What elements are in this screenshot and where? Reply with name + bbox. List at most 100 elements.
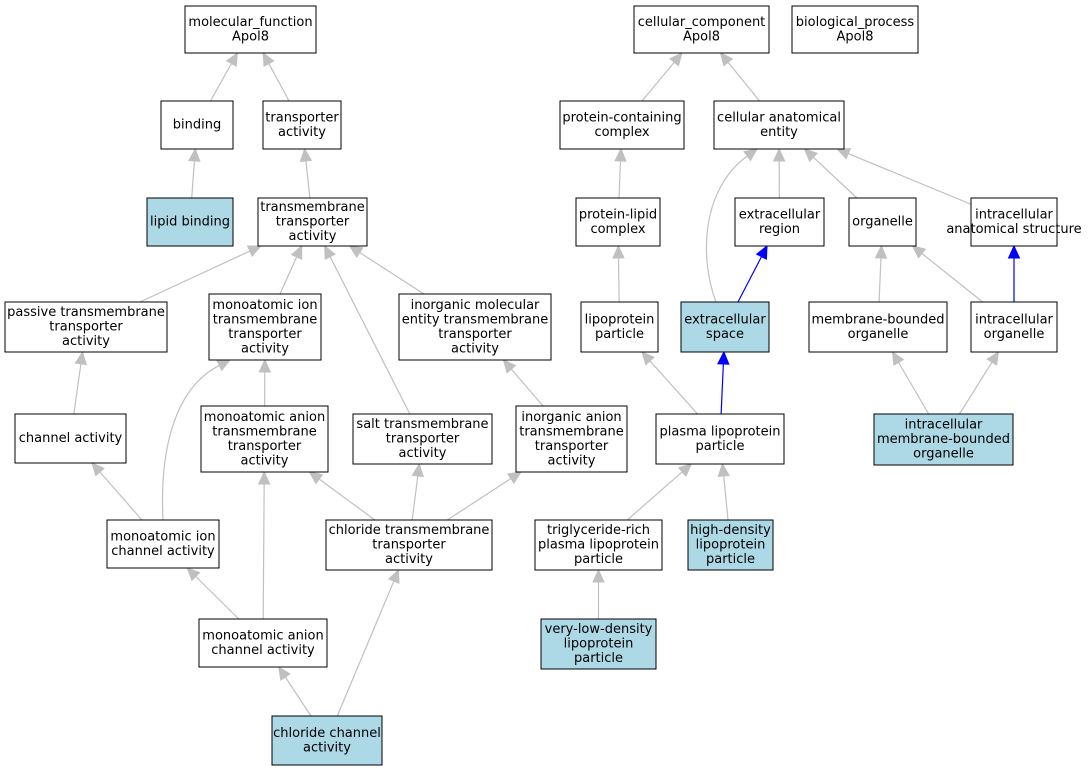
node-label-line: monoatomic anion	[202, 628, 323, 643]
edge-extracellular_region-to-cae	[772, 147, 786, 199]
arrowhead-icon	[641, 351, 655, 366]
edge-mbo-to-organelle	[874, 244, 888, 303]
node-label-line: chloride transmembrane	[329, 523, 490, 538]
node-label-line: activity	[241, 341, 289, 356]
arrowhead-icon	[411, 462, 424, 478]
edge-line	[191, 159, 196, 199]
node-box	[4, 301, 168, 353]
node-label-line: cellular anatomical	[717, 110, 841, 125]
edge-extracellular_space-to-extracellular_region	[737, 244, 768, 303]
node-label-line: transmembrane	[260, 200, 365, 215]
node-label-line: transmembrane	[213, 312, 318, 327]
node-box	[970, 197, 1058, 247]
node-label-line: lipid binding	[150, 215, 230, 230]
node-label-line: transporter	[276, 215, 350, 230]
arrowhead-icon	[669, 52, 683, 67]
edge-line	[958, 361, 994, 415]
arrowhead-icon	[986, 350, 999, 366]
node-label-line: entity	[760, 125, 798, 140]
node-label-line: plasma lipoprotein	[538, 538, 659, 553]
edge-hdl-to-plasma_lipo	[717, 462, 730, 521]
node-box	[352, 413, 493, 465]
edges-layer	[73, 51, 1021, 717]
arrowhead-icon	[225, 51, 238, 67]
edge-extracellular_space-to-cae	[705, 148, 758, 303]
arrowhead-icon	[507, 471, 522, 485]
edge-line	[648, 359, 699, 415]
edge-line	[626, 470, 684, 521]
node-label-line: monoatomic ion	[212, 298, 317, 313]
edge-lipid_binding-to-binding	[188, 147, 201, 199]
node-mono-ion-tm[interactable]: monoatomic iontransmembranetransporterac…	[208, 293, 322, 361]
edge-line	[336, 579, 395, 717]
node-label-line: activity	[62, 334, 110, 349]
node-label-line: region	[759, 222, 800, 237]
arrowhead-icon	[772, 147, 786, 162]
node-label-line: transporter	[386, 432, 460, 447]
edge-binding-to-mf	[209, 51, 238, 102]
edge-passive_tm-to-tm_transporter	[139, 245, 262, 303]
arrowhead-icon	[874, 244, 888, 259]
node-channel[interactable]: channel activity	[14, 413, 127, 464]
node-label-line: activity	[548, 453, 596, 468]
edge-line	[209, 62, 233, 102]
node-label-line: transmembrane	[519, 424, 624, 439]
node-box	[655, 413, 785, 465]
node-label-line: particle	[695, 439, 744, 454]
node-label-line: activity	[289, 229, 337, 244]
node-label-line: complex	[590, 222, 645, 237]
edge-line	[617, 256, 620, 303]
arrowhead-icon	[612, 244, 625, 259]
edge-line	[73, 362, 82, 415]
node-organelle[interactable]: organelle	[848, 197, 917, 247]
edge-lipoprotein-to-protein_lipid	[612, 244, 625, 303]
node-box	[257, 197, 368, 247]
edge-chloride_tm-to-mono_anion_tm	[308, 471, 376, 521]
node-box	[734, 197, 825, 247]
node-box	[106, 519, 220, 569]
node-label-line: space	[706, 327, 744, 342]
node-chloride-tm[interactable]: chloride transmembranetransporteractivit…	[325, 519, 493, 571]
arrowhead-icon	[348, 245, 364, 259]
edge-line	[318, 478, 376, 521]
edge-line	[194, 575, 240, 620]
node-label-line: triglyceride-rich	[547, 523, 650, 538]
edge-salt_tm-to-tm_transporter	[324, 244, 411, 415]
node-binding[interactable]: binding	[160, 100, 234, 150]
node-inorg-anion-tm[interactable]: inorganic aniontransmembranetransportera…	[515, 405, 628, 473]
node-box	[540, 618, 657, 670]
node-label-line: entity transmembrane	[402, 312, 548, 327]
node-label-line: inorganic molecular	[411, 298, 540, 313]
node-lipid-binding[interactable]: lipid binding	[146, 197, 234, 247]
node-box	[534, 519, 663, 571]
arrowhead-icon	[891, 350, 905, 366]
node-label-line: protein-containing	[562, 110, 681, 125]
node-mono-anion-tm[interactable]: monoatomic aniontransmembranetransporter…	[200, 405, 329, 473]
node-label-line: molecular_function	[188, 15, 312, 30]
